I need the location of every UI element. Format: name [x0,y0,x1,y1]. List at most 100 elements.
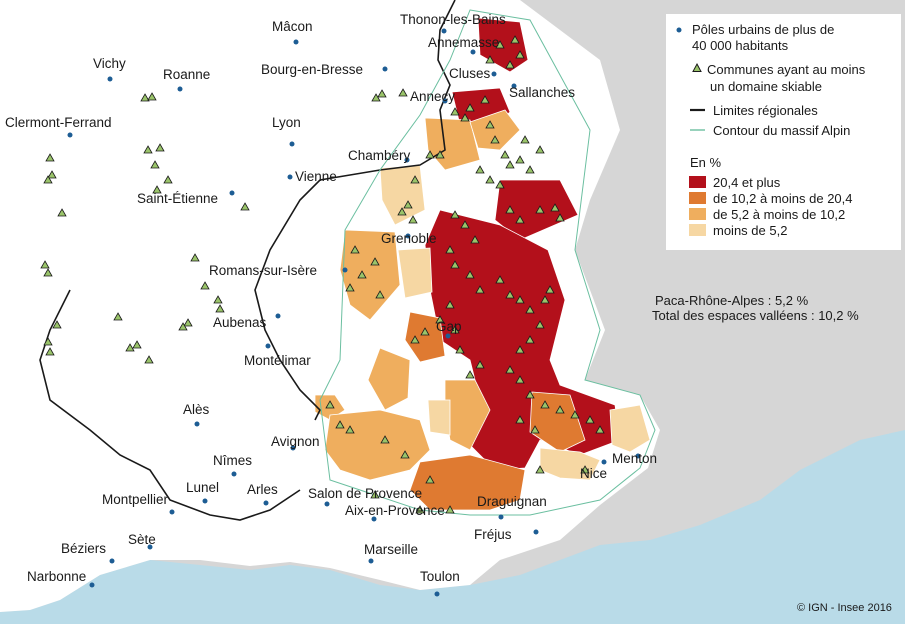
city-dot [89,582,95,588]
ski-resort-marker [555,213,565,222]
city-dot [404,157,410,163]
ski-resort-marker [475,360,485,369]
ski-resort-marker [410,335,420,344]
ski-resort-marker [178,322,188,331]
ski-markers [40,35,605,514]
city-label: Montpellier [102,492,169,507]
city-dot [287,174,293,180]
city-dot [405,233,411,239]
ski-resort-marker [545,285,555,294]
ski-resort-marker [535,205,545,214]
ski-resort-marker [495,180,505,189]
city-dot [382,66,388,72]
ski-resort-marker [595,425,605,434]
ski-resort-marker [515,345,525,354]
ski-resort-marker [150,160,160,169]
legend-class-4-label: moins de 5,2 [713,223,787,238]
ski-resort-marker [147,92,157,101]
city-label: Toulon [420,569,460,584]
ski-resort-marker [397,207,407,216]
ski-resort-marker [540,400,550,409]
legend-swatch-class-1 [689,176,706,188]
ski-resort-marker [144,355,154,364]
ski-resort-marker [585,415,595,424]
ski-resort-marker [357,270,367,279]
ski-resort-marker [398,88,408,97]
city-label: Nîmes [213,453,252,468]
city-dot [635,453,641,459]
area-class-2 [409,454,526,511]
ski-resort-marker [460,113,470,122]
ski-resort-marker [215,304,225,313]
city-label: Béziers [61,541,106,556]
city-label: Roanne [163,67,210,82]
legend-class-1-label: 20,4 et plus [713,175,781,190]
ski-resort-marker [515,415,525,424]
city-dot [434,591,440,597]
ski-resort-marker [370,257,380,266]
ski-resort-marker [213,295,223,304]
city-label: Avignon [271,434,320,449]
city-label: Salon de Provence [308,486,422,501]
ski-resort-marker [570,410,580,419]
city-dot [470,49,476,55]
ski-resort-marker [470,235,480,244]
city-label: Chambéry [348,148,411,163]
area-class-4 [397,247,433,299]
ski-resort-marker [505,290,515,299]
ski-resort-marker [410,175,420,184]
area-class-4 [427,399,451,436]
ski-resort-marker [490,135,500,144]
ski-resort-marker [540,295,550,304]
city-label: Clermont-Ferrand [5,115,112,130]
legend-swatch-class-3 [689,208,706,220]
ski-resort-marker [485,175,495,184]
city-label: Aubenas [213,315,267,330]
ski-resort-marker [515,155,525,164]
city-dot [445,333,451,339]
ski-resort-marker [555,405,565,414]
city-label: Cluses [449,66,491,81]
ski-resort-marker [535,320,545,329]
city-label: Vienne [295,169,337,184]
area-class-2 [404,311,446,363]
city-label: Grenoble [381,231,437,246]
ski-resort-marker [113,312,123,321]
ski-resort-marker [45,347,55,356]
ski-resort-marker [450,107,460,116]
ski-resort-marker [408,215,418,224]
ski-resort-marker [450,210,460,219]
city-dot [293,39,299,45]
ski-resort-marker [43,268,53,277]
city-dot [202,498,208,504]
ski-resort-marker [450,260,460,269]
city-label: Arles [247,482,278,497]
city-label: Sallanches [509,85,575,100]
ski-resort-marker [475,165,485,174]
ski-resort-marker [535,465,545,474]
ski-resort-marker [400,450,410,459]
city-label: Aix-en-Provence [345,503,445,518]
ski-resort-marker [505,60,515,69]
city-label: Alès [183,402,210,417]
city-label: Montélimar [244,353,311,368]
ski-resort-marker [52,320,62,329]
legend-cities-line1: Pôles urbains de plus de [692,22,834,37]
city-dot [498,514,504,520]
city-dot [147,544,153,550]
area-class-3 [367,347,411,411]
city-label: Romans-sur-Isère [209,263,317,278]
city-dot [441,28,447,34]
ski-resort-marker [445,300,455,309]
city-dot [229,190,235,196]
city-label: Sète [128,532,156,547]
city-label: Lyon [272,115,301,130]
city-label: Menton [612,451,657,466]
ski-resort-marker [515,215,525,224]
ski-resort-marker [445,245,455,254]
ski-resort-marker [485,55,495,64]
ski-resort-marker [125,343,135,352]
ski-resort-marker [460,220,470,229]
ski-resort-marker [371,93,381,102]
city-label: Mâcon [272,19,313,34]
